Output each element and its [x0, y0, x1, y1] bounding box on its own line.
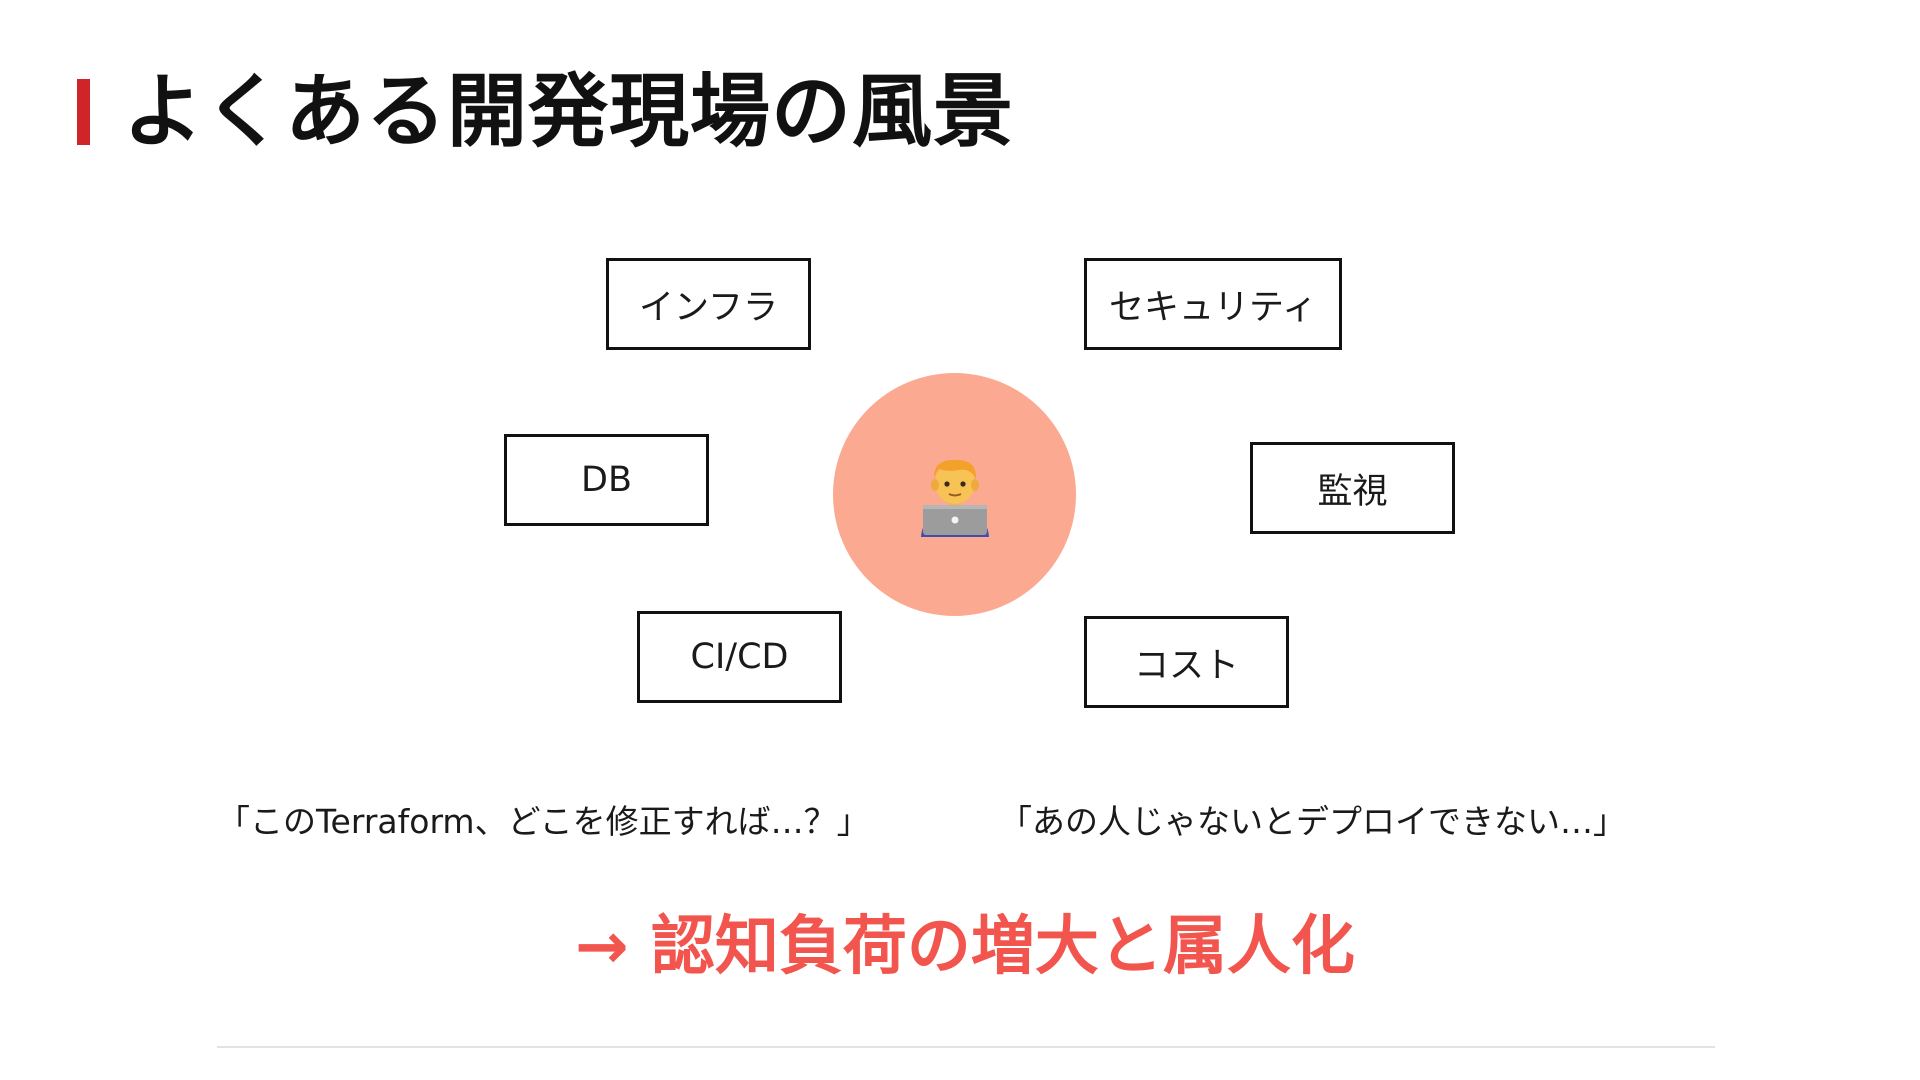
quote-right: 「あの人じゃないとデプロイできない…」 — [999, 802, 1626, 841]
quote-left: 「このTerraform、どこを修正すれば…？」 — [217, 802, 870, 841]
conclusion-text: → 認知負荷の増大と属人化 — [575, 910, 1355, 984]
footer-divider — [217, 1046, 1715, 1048]
topic-box-monitoring: 監視 — [1250, 442, 1455, 534]
topic-box-cicd: CI/CD — [637, 611, 842, 703]
topic-box-cost: コスト — [1084, 616, 1289, 708]
topic-box-infra: インフラ — [606, 258, 811, 350]
developer-with-laptop-icon — [921, 459, 989, 537]
topic-box-db: DB — [504, 434, 709, 526]
topic-box-security: セキュリティ — [1084, 258, 1342, 350]
slide-title: よくある開発現場の風景 — [123, 65, 1014, 158]
title-accent-bar — [77, 79, 90, 145]
